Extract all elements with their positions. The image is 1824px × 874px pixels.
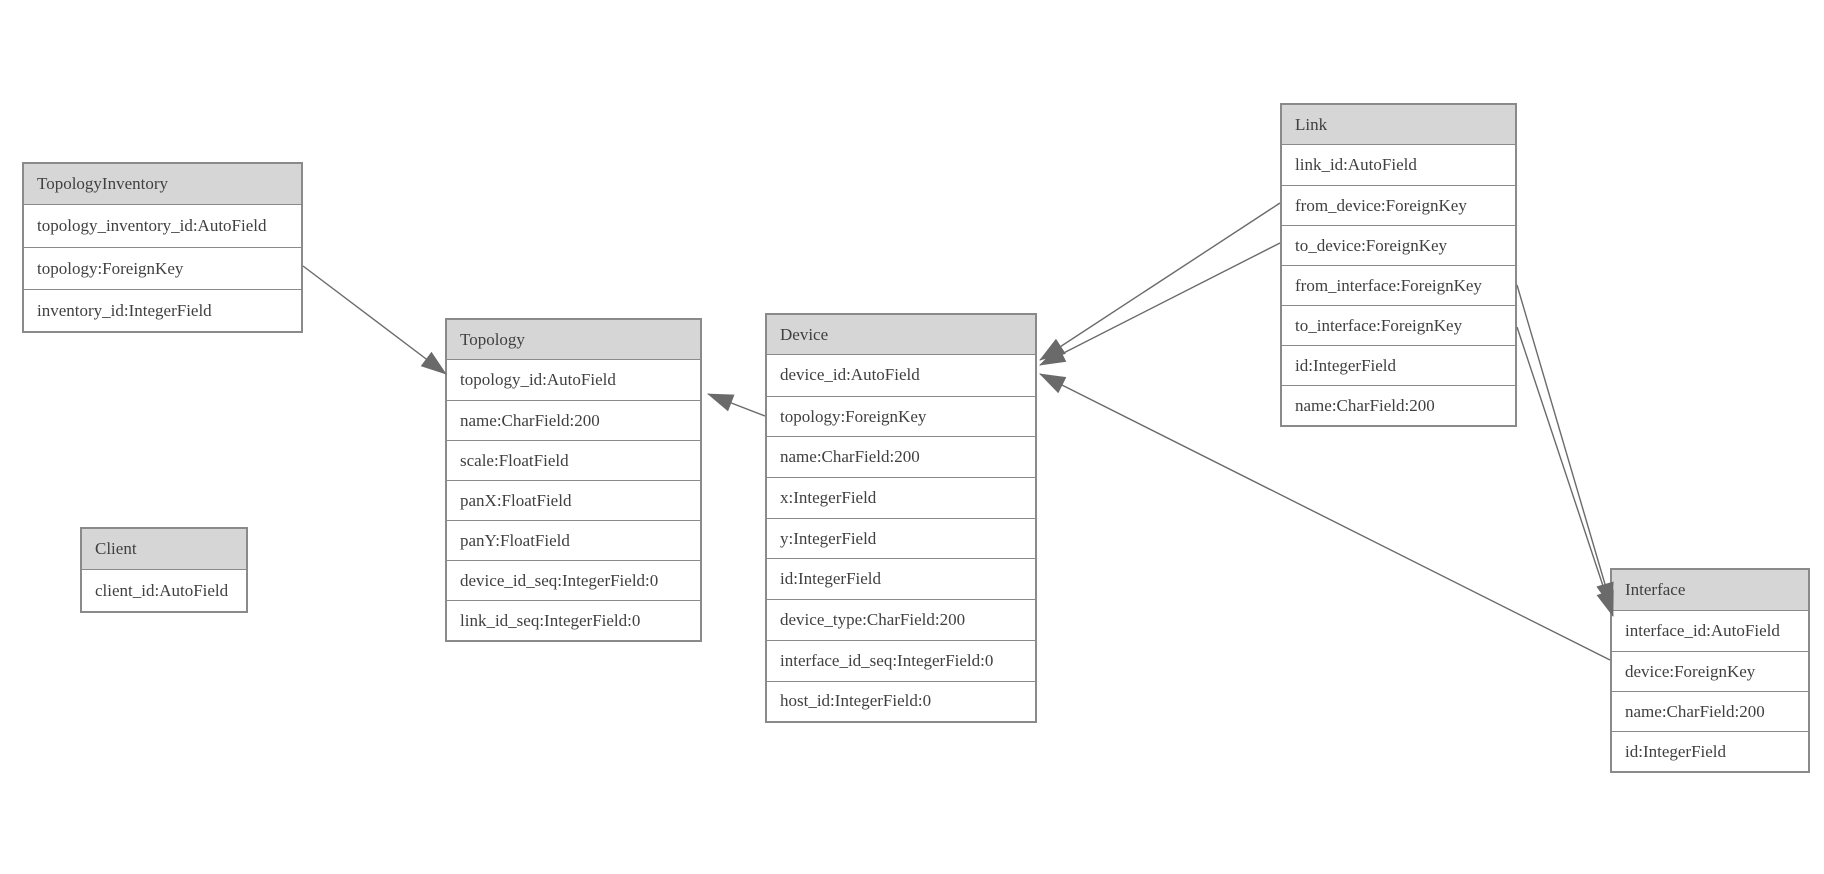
entity-field: id:IntegerField xyxy=(767,558,1035,600)
entity-field: device_id_seq:IntegerField:0 xyxy=(447,560,700,600)
entity-field: topology:ForeignKey xyxy=(24,247,301,289)
entity-field: y:IntegerField xyxy=(767,517,1035,559)
entity-field: inventory_id:IntegerField xyxy=(24,289,301,331)
entity-title: TopologyInventory xyxy=(24,164,301,205)
entity-field: from_interface:ForeignKey xyxy=(1282,265,1515,305)
entity-field: topology_inventory_id:AutoField xyxy=(24,205,301,247)
entity-field: device:ForeignKey xyxy=(1612,651,1808,691)
entity-field: device_id:AutoField xyxy=(767,355,1035,396)
entity-field: name:CharField:200 xyxy=(1612,691,1808,731)
entity-field: name:CharField:200 xyxy=(767,436,1035,478)
entity-field: name:CharField:200 xyxy=(1282,385,1515,425)
entity-field: link_id_seq:IntegerField:0 xyxy=(447,600,700,640)
entity-field: host_id:IntegerField:0 xyxy=(767,680,1035,722)
entity-title: Device xyxy=(767,315,1035,355)
entity-field: interface_id:AutoField xyxy=(1612,611,1808,651)
entity-field: id:IntegerField xyxy=(1612,731,1808,771)
entity-field: name:CharField:200 xyxy=(447,400,700,440)
entity-field: from_device:ForeignKey xyxy=(1282,185,1515,225)
entity-field: panX:FloatField xyxy=(447,480,700,520)
entity-field: device_type:CharField:200 xyxy=(767,599,1035,640)
entity-field: x:IntegerField xyxy=(767,477,1035,518)
entity-title: Client xyxy=(82,529,246,570)
entity-title: Interface xyxy=(1612,570,1808,611)
entity-field: topology_id:AutoField xyxy=(447,360,700,400)
entity-field: to_interface:ForeignKey xyxy=(1282,305,1515,345)
entity-field: to_device:ForeignKey xyxy=(1282,225,1515,265)
entity-field: interface_id_seq:IntegerField:0 xyxy=(767,639,1035,681)
entity-field: link_id:AutoField xyxy=(1282,145,1515,185)
entity-field: client_id:AutoField xyxy=(82,570,246,611)
entity-field: id:IntegerField xyxy=(1282,345,1515,385)
entity-title: Topology xyxy=(447,320,700,360)
entity-field: scale:FloatField xyxy=(447,440,700,480)
entity-title: Link xyxy=(1282,105,1515,145)
entity-field: panY:FloatField xyxy=(447,520,700,560)
entity-field: topology:ForeignKey xyxy=(767,395,1035,437)
